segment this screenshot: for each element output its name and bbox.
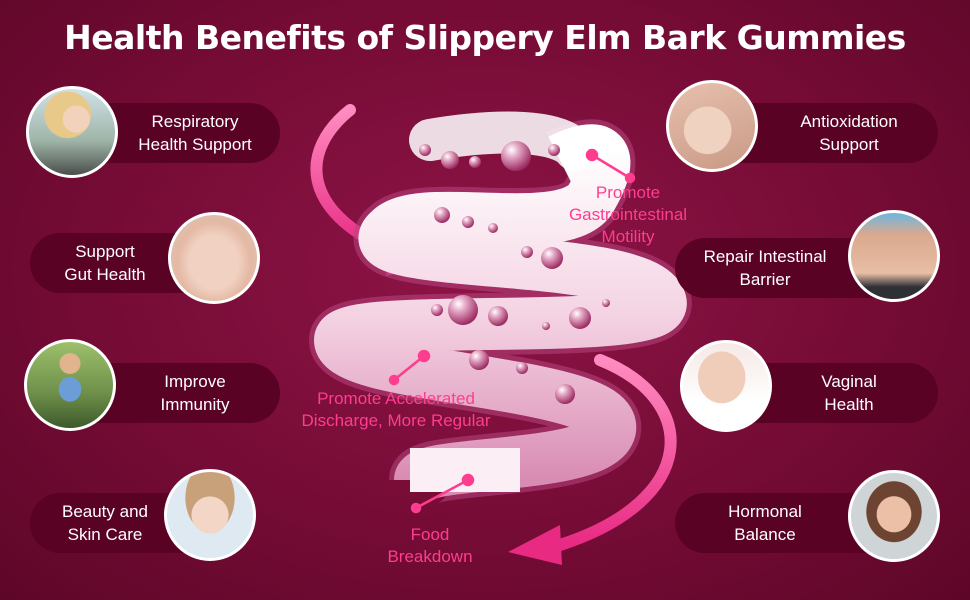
bubble	[501, 141, 531, 171]
benefit-label: Immunity	[160, 395, 230, 414]
bubble	[569, 307, 591, 329]
bubble	[555, 384, 575, 404]
benefit-label: Balance	[734, 525, 796, 544]
benefit-label: Repair Intestinal	[703, 247, 827, 266]
benefit-label: Improve	[164, 372, 226, 391]
bubble	[448, 295, 478, 325]
bubble	[469, 350, 489, 370]
bubble	[441, 151, 459, 169]
toned-belly-photo	[848, 210, 940, 302]
face-massage-photo	[666, 80, 758, 172]
woman-breathing-photo	[26, 86, 118, 178]
benefit-label: Skin Care	[67, 525, 143, 544]
page-title: Health Benefits of Slippery Elm Bark Gum…	[64, 18, 906, 57]
bubble	[431, 304, 443, 316]
nutrient-bubbles	[419, 141, 610, 404]
benefit-label: Respiratory	[151, 112, 239, 131]
woman-running-photo	[24, 339, 116, 431]
label-line: Promote Accelerated	[317, 389, 475, 408]
intestine-tube-top	[409, 111, 596, 171]
benefit-label: Health Support	[138, 135, 252, 154]
bubble	[488, 223, 498, 233]
flow-arrow-right-head	[508, 525, 562, 565]
woman-hips-photo	[680, 340, 772, 432]
bubble	[542, 322, 550, 330]
pointer-dot	[461, 473, 475, 487]
bubble	[521, 246, 533, 258]
bubble	[488, 306, 508, 326]
smiling-woman-photo	[164, 469, 256, 561]
bubble	[541, 247, 563, 269]
benefit-label: Support	[75, 242, 135, 261]
label-accelerated-discharge: Promote Accelerated Discharge, More Regu…	[272, 388, 520, 432]
benefit-label: Barrier	[739, 270, 791, 289]
benefit-label: Gut Health	[64, 265, 146, 284]
heart-hands-belly-photo	[168, 212, 260, 304]
benefit-label: Vaginal	[821, 372, 877, 391]
pointer-dot	[585, 148, 599, 162]
bubble	[462, 216, 474, 228]
label-line: Motility	[601, 227, 655, 246]
label-line: Discharge, More Regular	[301, 411, 491, 430]
bubble	[469, 156, 481, 168]
benefit-label: Support	[819, 135, 879, 154]
pointer-line-breakdown	[415, 478, 469, 510]
label-line: Gastrointestinal	[568, 205, 688, 224]
intestine-tube-highlight	[314, 124, 687, 500]
bubble	[434, 207, 450, 223]
flow-arrow-right	[554, 354, 677, 551]
pointer-dot	[624, 172, 636, 184]
bubble	[602, 299, 610, 307]
pointer-line-discharge	[393, 355, 425, 381]
bubble	[516, 362, 528, 374]
label-line: Breakdown	[387, 547, 473, 566]
benefit-label: Hormonal	[728, 502, 802, 521]
pointer-line-motility	[591, 153, 631, 180]
benefit-label: Antioxidation	[800, 112, 898, 131]
bubble	[548, 144, 560, 156]
label-gastrointestinal-motility: Promote Gastrointestinal Motility	[548, 182, 708, 248]
pointer-dot	[410, 502, 422, 514]
pointer-dot	[388, 374, 400, 386]
bubble	[419, 144, 431, 156]
benefit-label: Beauty and	[61, 502, 148, 521]
label-line: Food	[410, 525, 450, 544]
benefit-label: Health	[824, 395, 874, 414]
woman-portrait-photo	[848, 470, 940, 562]
label-line: Promote	[595, 183, 661, 202]
label-food-breakdown: Food Breakdown	[360, 524, 500, 568]
pointer-dot	[417, 349, 431, 363]
